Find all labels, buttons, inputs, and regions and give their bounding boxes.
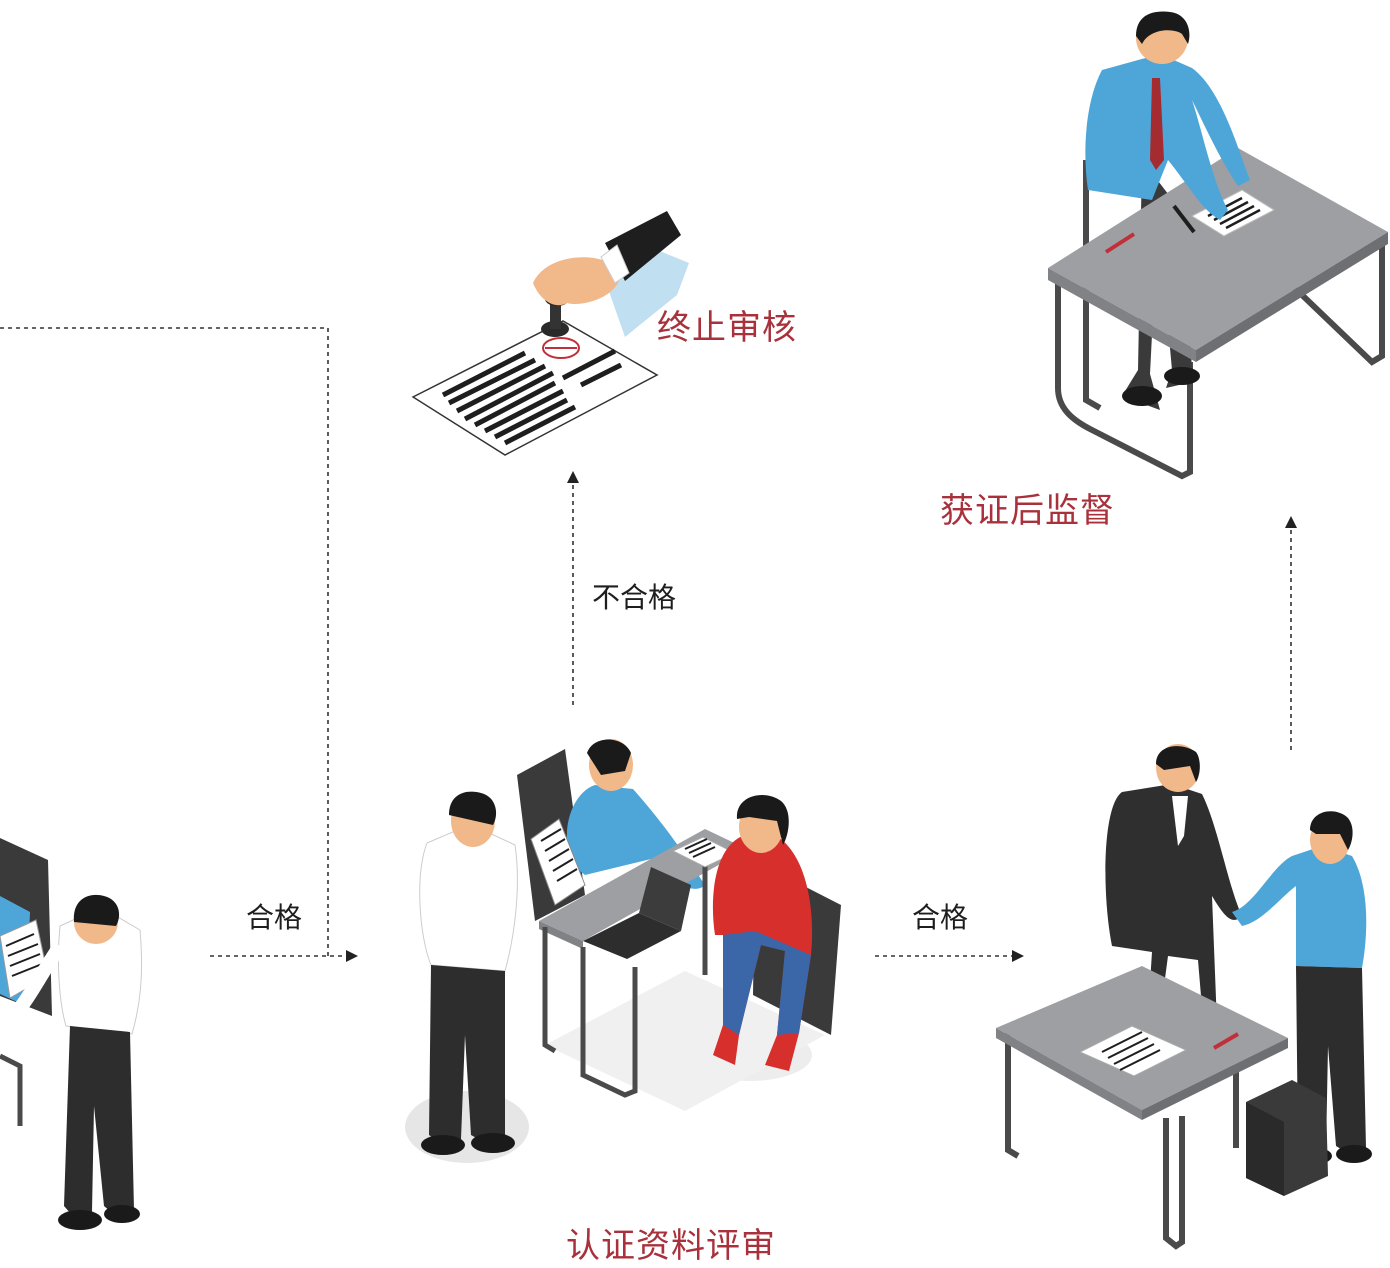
stamp-document-icon	[405, 205, 695, 465]
connector-top-bracket	[0, 327, 329, 956]
step-label-review: 认证资料评审	[566, 1226, 776, 1266]
step-label-terminate: 终止审核	[657, 308, 797, 348]
handshake-icon	[992, 744, 1390, 1254]
edge-label-left-to-review: 合格	[246, 901, 303, 934]
meeting-seated-icon	[0, 826, 160, 1238]
document-review-meeting-icon	[405, 735, 845, 1167]
edge-label-review-to-meeting: 合格	[912, 901, 969, 934]
edge-label-review-to-terminate: 不合格	[592, 581, 677, 614]
man-writing-at-desk-icon	[1042, 10, 1390, 482]
step-label-supervision: 获证后监督	[940, 491, 1115, 531]
